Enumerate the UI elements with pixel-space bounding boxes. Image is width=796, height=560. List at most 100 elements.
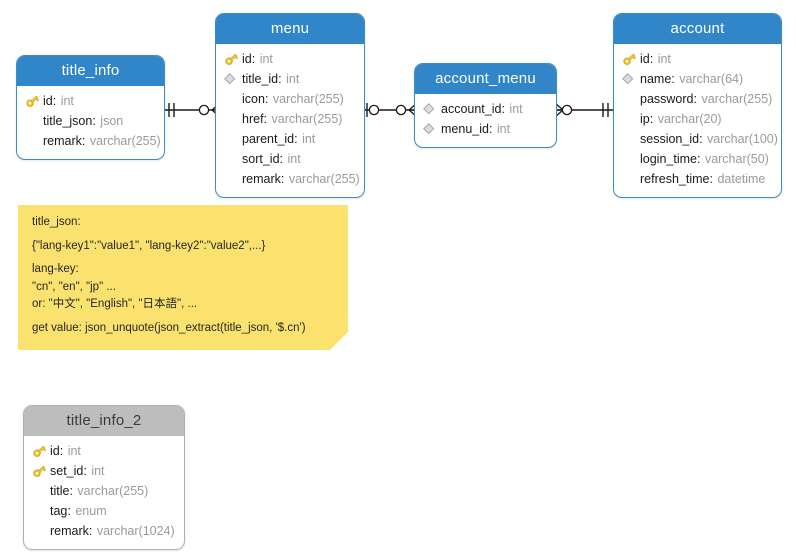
field-name: refresh_time (640, 172, 710, 186)
note-line: "cn", "en", "jp" ... (32, 280, 116, 293)
blank-icon (32, 483, 50, 499)
field-row[interactable]: session_id: varchar(100) (622, 129, 778, 149)
field-row[interactable]: href: varchar(255) (224, 109, 356, 129)
entity-title_info_2-header: title_info_2 (24, 406, 184, 436)
entity-menu-header: menu (216, 14, 364, 44)
field-type: varchar(255) (701, 92, 773, 106)
blank-icon (622, 91, 640, 107)
note-line: {"lang-key1":"value1", "lang-key2":"valu… (32, 239, 266, 252)
relationship-account_menu-account[interactable] (553, 98, 617, 122)
field-row[interactable]: id: int (25, 91, 156, 111)
primary-key-icon (25, 93, 43, 109)
field-row[interactable]: parent_id: int (224, 129, 356, 149)
field-type: varchar(255) (272, 92, 344, 106)
field-type: int (67, 444, 81, 458)
field-row[interactable]: account_id: int (423, 99, 548, 119)
relationship-menu-account_menu[interactable] (361, 98, 419, 122)
entity-account_menu[interactable]: account_menu account_id: int menu_id: in… (414, 63, 557, 148)
field-type: varchar(255) (288, 172, 360, 186)
field-type: int (91, 464, 105, 478)
blank-icon (25, 113, 43, 129)
field-row[interactable]: id: int (32, 441, 176, 461)
entity-menu-fields: id: int title_id: int icon: varchar(255)… (216, 44, 364, 197)
field-type: varchar(255) (271, 112, 343, 126)
field-row[interactable]: remark: varchar(1024) (32, 521, 176, 541)
field-row[interactable]: remark: varchar(255) (224, 169, 360, 189)
entity-account_menu-fields: account_id: int menu_id: int (415, 94, 556, 147)
field-row[interactable]: tag: enum (32, 501, 176, 521)
foreign-key-icon (423, 101, 441, 117)
field-name: password (640, 92, 694, 106)
entity-title_info_2[interactable]: title_info_2 id: int set_id: int title: … (23, 405, 185, 550)
blank-icon (25, 133, 43, 149)
field-name: tag (50, 504, 68, 518)
field-name: id (43, 94, 53, 108)
blank-icon (224, 171, 242, 187)
entity-title_info-fields: id: int title_json: json remark: varchar… (17, 86, 164, 159)
blank-icon (224, 151, 242, 167)
field-type: enum (75, 504, 107, 518)
primary-key-icon (622, 51, 640, 67)
primary-key-icon (32, 463, 50, 479)
blank-icon (622, 111, 640, 127)
entity-account[interactable]: account id: int name: varchar(64) passwo… (613, 13, 782, 198)
foreign-key-icon (224, 71, 242, 87)
note-line: lang-key: (32, 263, 79, 275)
blank-icon (32, 503, 50, 519)
blank-icon (622, 171, 640, 187)
note-title-json[interactable]: title_json: {"lang-key1":"value1", "lang… (18, 205, 348, 350)
field-row[interactable]: login_time: varchar(50) (622, 149, 773, 169)
blank-icon (224, 91, 242, 107)
field-name: ip (640, 112, 650, 126)
field-type: int (509, 102, 523, 116)
field-name: id (640, 52, 650, 66)
field-row[interactable]: id: int (224, 49, 356, 69)
field-row[interactable]: name: varchar(64) (622, 69, 773, 89)
field-name: account_id (441, 102, 502, 116)
entity-account-fields: id: int name: varchar(64) password: varc… (614, 44, 781, 197)
field-type: int (287, 152, 301, 166)
field-row[interactable]: title: varchar(255) (32, 481, 176, 501)
primary-key-icon (32, 443, 50, 459)
field-name: remark (43, 134, 82, 148)
field-row[interactable]: remark: varchar(255) (25, 131, 161, 151)
field-row[interactable]: title_json: json (25, 111, 156, 131)
field-name: title_id (242, 72, 279, 86)
field-name: menu_id (441, 122, 489, 136)
field-row[interactable]: menu_id: int (423, 119, 548, 139)
field-row[interactable]: ip: varchar(20) (622, 109, 773, 129)
blank-icon (32, 523, 50, 539)
field-row[interactable]: id: int (622, 49, 773, 69)
field-name: title (50, 484, 70, 498)
note-line: or: "中文", "English", "日本語", ... (32, 298, 198, 310)
note-line: title_json: (32, 216, 81, 228)
field-name: title_json (43, 114, 93, 128)
field-row[interactable]: refresh_time: datetime (622, 169, 773, 189)
field-type: int (302, 132, 316, 146)
field-row[interactable]: icon: varchar(255) (224, 89, 356, 109)
field-name: session_id (640, 132, 700, 146)
field-type: varchar(1024) (96, 524, 175, 538)
field-row[interactable]: sort_id: int (224, 149, 356, 169)
field-row[interactable]: password: varchar(255) (622, 89, 773, 109)
field-type: datetime (717, 172, 766, 186)
field-name: name (640, 72, 672, 86)
field-name: remark (50, 524, 89, 538)
field-row[interactable]: title_id: int (224, 69, 356, 89)
relationship-title_info-menu[interactable] (160, 98, 222, 122)
entity-title_info_2-fields: id: int set_id: int title: varchar(255) … (24, 436, 184, 549)
field-type: int (60, 94, 74, 108)
field-name: href (242, 112, 264, 126)
field-type: int (496, 122, 511, 136)
primary-key-icon (224, 51, 242, 67)
field-row[interactable]: set_id: int (32, 461, 176, 481)
field-type: varchar(64) (679, 72, 744, 86)
field-name: login_time (640, 152, 697, 166)
entity-title_info[interactable]: title_info id: int title_json: json rema… (16, 55, 165, 160)
field-name: sort_id (242, 152, 280, 166)
field-type: json (100, 114, 124, 128)
entity-menu[interactable]: menu id: int title_id: int icon: varchar… (215, 13, 365, 198)
field-type: varchar(100) (707, 132, 778, 146)
note-line: get value: json_unquote(json_extract(tit… (32, 321, 306, 334)
